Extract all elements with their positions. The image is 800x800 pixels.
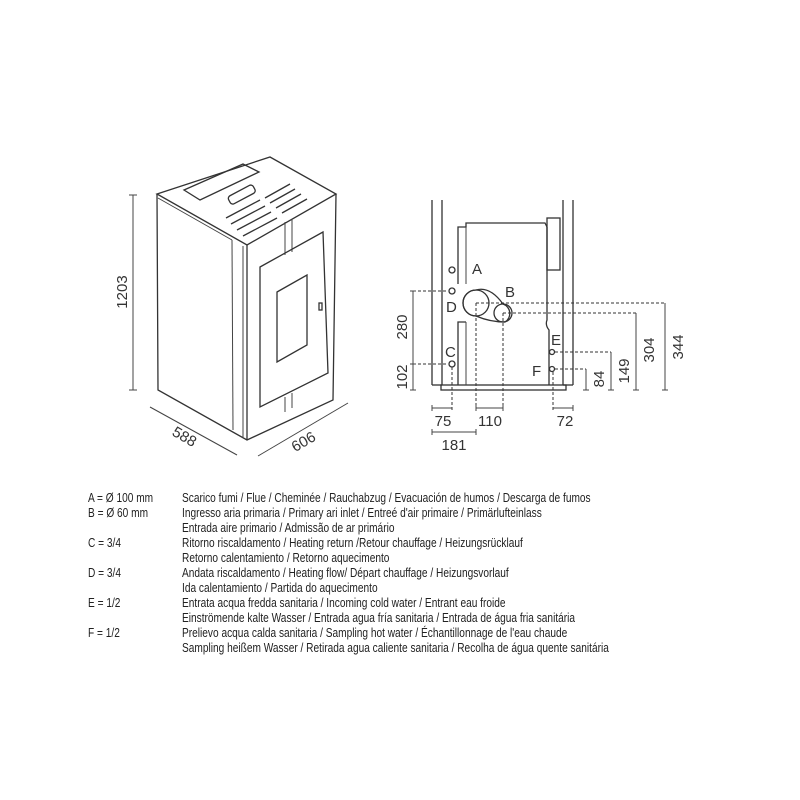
legend-desc: Ritorno riscaldamento / Heating return /… xyxy=(182,535,523,550)
stove-isometric: 1203 588 606 xyxy=(114,156,349,457)
legend-desc: Ingresso aria primaria / Primary ari inl… xyxy=(182,505,542,520)
dim-181: 181 xyxy=(441,437,466,454)
width-dimension: 606 xyxy=(289,428,319,455)
legend-desc: Entrada aire primario / Admissão de ar p… xyxy=(182,520,395,535)
stove-door xyxy=(259,230,329,409)
legend-code: D = 3/4 xyxy=(88,565,121,580)
label-B: B xyxy=(505,284,515,301)
depth-dimension: 588 xyxy=(169,423,199,450)
legend-desc: Sampling heißem Wasser / Retirada agua c… xyxy=(182,640,609,655)
legend-desc: Retorno calentamiento / Retorno aquecime… xyxy=(182,550,390,565)
legend-code: E = 1/2 xyxy=(88,595,121,610)
legend-row: C = 3/4 Ritorno riscaldamento / Heating r… xyxy=(88,535,788,550)
dim-149: 149 xyxy=(616,358,633,383)
legend-desc: Prelievo acqua calda sanitaria / Samplin… xyxy=(182,625,568,640)
legend-code: B = Ø 60 mm xyxy=(88,505,149,520)
legend-desc: Ida calentamiento / Partida do aquecimen… xyxy=(182,580,378,595)
dim-102: 102 xyxy=(394,364,411,389)
dim-72: 72 xyxy=(557,413,574,430)
door-window xyxy=(276,273,308,364)
legend-code: F = 1/2 xyxy=(88,625,120,640)
height-dimension: 1203 xyxy=(114,275,131,308)
legend-code: A = Ø 100 mm xyxy=(88,490,154,505)
legend-row: Sampling heißem Wasser / Retirada agua c… xyxy=(88,640,788,655)
legend-row: F = 1/2 Prelievo acqua calda sanitaria / … xyxy=(88,625,788,640)
legend-row: Ida calentamiento / Partida do aquecimen… xyxy=(88,580,788,595)
dim-344: 344 xyxy=(670,334,687,359)
legend-desc: Scarico fumi / Flue / Cheminée / Rauchab… xyxy=(182,490,591,505)
dim-304: 304 xyxy=(641,337,658,362)
legend-row: A = Ø 100 mm Scarico fumi / Flue / Chemin… xyxy=(88,490,788,505)
dim-110: 110 xyxy=(478,413,502,430)
legend-row: E = 1/2 Entrata acqua fredda sanitaria / … xyxy=(88,595,788,610)
top-panel xyxy=(182,163,261,201)
legend-desc: Entrata acqua fredda sanitaria / Incomin… xyxy=(182,595,506,610)
top-vents xyxy=(225,183,308,237)
legend-desc: Einströmende kalte Wasser / Entrada agua… xyxy=(182,610,576,625)
legend-code: C = 3/4 xyxy=(88,535,121,550)
label-A: A xyxy=(472,261,482,278)
legend-row: B = Ø 60 mm Ingresso aria primaria / Prim… xyxy=(88,505,788,520)
label-E: E xyxy=(551,332,561,349)
stove-top xyxy=(155,156,338,246)
legend-row: D = 3/4 Andata riscaldamento / Heating fl… xyxy=(88,565,788,580)
connection-view: A B C D E F 280 102 344 304 149 84 75 11 xyxy=(394,200,687,454)
legend-desc: Andata riscaldamento / Heating flow/ Dép… xyxy=(182,565,509,580)
pipe-fittings xyxy=(448,266,556,373)
legend-row: Einströmende kalte Wasser / Entrada agua… xyxy=(88,610,788,625)
door-handle xyxy=(318,302,323,311)
air-inlet-B xyxy=(493,303,513,323)
dim-75: 75 xyxy=(435,413,452,430)
label-F: F xyxy=(532,363,541,380)
connection-legend: A = Ø 100 mm Scarico fumi / Flue / Chemin… xyxy=(88,490,788,655)
dim-84: 84 xyxy=(591,371,608,388)
label-D: D xyxy=(446,299,457,316)
label-C: C xyxy=(445,344,456,361)
side-panel xyxy=(546,217,561,271)
dim-280: 280 xyxy=(394,314,411,339)
legend-row: Retorno calentamiento / Retorno aquecime… xyxy=(88,550,788,565)
legend-row: Entrada aire primario / Admissão de ar p… xyxy=(88,520,788,535)
